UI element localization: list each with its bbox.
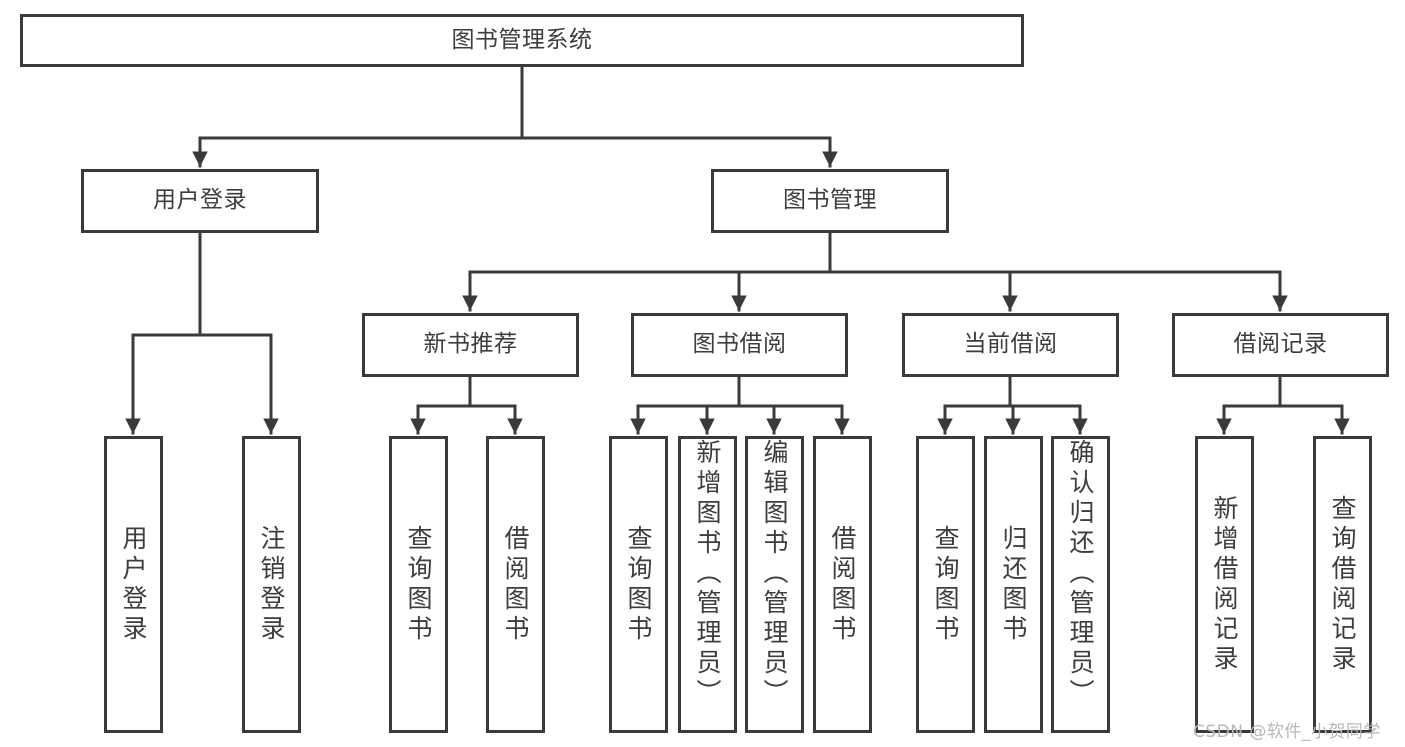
node-leaf-query-book-1-label: 查询图书 [404, 524, 433, 645]
node-leaf-borrow-book-2-label: 借阅图书 [828, 524, 857, 645]
node-user-login-label: 用户登录 [153, 187, 247, 214]
node-leaf-confirm-return[interactable]: 确认归还（管理员） [1051, 436, 1110, 733]
node-leaf-borrow-book-1-label: 借阅图书 [501, 524, 530, 645]
node-leaf-user-login-label: 用户登录 [119, 524, 148, 645]
node-new-book-recommend[interactable]: 新书推荐 [362, 313, 579, 377]
node-leaf-query-book-3[interactable]: 查询图书 [916, 436, 975, 733]
node-user-login[interactable]: 用户登录 [81, 169, 319, 233]
node-leaf-edit-book-label: 编辑图书（管理员） [760, 439, 789, 709]
node-book-borrow-label: 图书借阅 [692, 331, 787, 358]
node-leaf-query-book-1[interactable]: 查询图书 [389, 436, 448, 733]
node-leaf-return-book[interactable]: 归还图书 [984, 436, 1043, 733]
node-new-book-recommend-label: 新书推荐 [423, 331, 518, 358]
node-leaf-edit-book[interactable]: 编辑图书（管理员） [745, 436, 804, 733]
node-current-borrow[interactable]: 当前借阅 [902, 313, 1119, 377]
node-leaf-borrow-book-2[interactable]: 借阅图书 [813, 436, 872, 733]
node-leaf-query-record-label: 查询借阅记录 [1328, 494, 1357, 675]
node-leaf-confirm-return-label: 确认归还（管理员） [1066, 439, 1095, 709]
node-current-borrow-label: 当前借阅 [963, 331, 1058, 358]
node-borrow-record-label: 借阅记录 [1233, 331, 1328, 358]
node-borrow-record[interactable]: 借阅记录 [1172, 313, 1389, 377]
node-leaf-user-logout-label: 注销登录 [257, 524, 286, 645]
node-leaf-query-book-3-label: 查询图书 [931, 524, 960, 645]
node-leaf-add-record[interactable]: 新增借阅记录 [1195, 436, 1254, 733]
node-leaf-query-book-2[interactable]: 查询图书 [609, 436, 668, 733]
node-root[interactable]: 图书管理系统 [20, 14, 1024, 67]
node-leaf-add-book-label: 新增图书（管理员） [693, 439, 722, 709]
node-leaf-borrow-book-1[interactable]: 借阅图书 [486, 436, 545, 733]
node-leaf-user-login[interactable]: 用户登录 [104, 436, 163, 733]
node-book-borrow[interactable]: 图书借阅 [631, 313, 848, 377]
node-root-label: 图书管理系统 [451, 26, 593, 53]
node-leaf-query-record[interactable]: 查询借阅记录 [1313, 436, 1372, 733]
node-leaf-user-logout[interactable]: 注销登录 [242, 436, 301, 733]
node-book-manage-label: 图书管理 [783, 187, 877, 214]
node-leaf-add-record-label: 新增借阅记录 [1210, 494, 1239, 675]
csdn-watermark: CSDN @软件_小贺同学 [1193, 722, 1381, 742]
node-book-manage[interactable]: 图书管理 [711, 169, 949, 233]
node-leaf-return-book-label: 归还图书 [999, 524, 1028, 645]
node-leaf-query-book-2-label: 查询图书 [624, 524, 653, 645]
node-leaf-add-book[interactable]: 新增图书（管理员） [678, 436, 737, 733]
